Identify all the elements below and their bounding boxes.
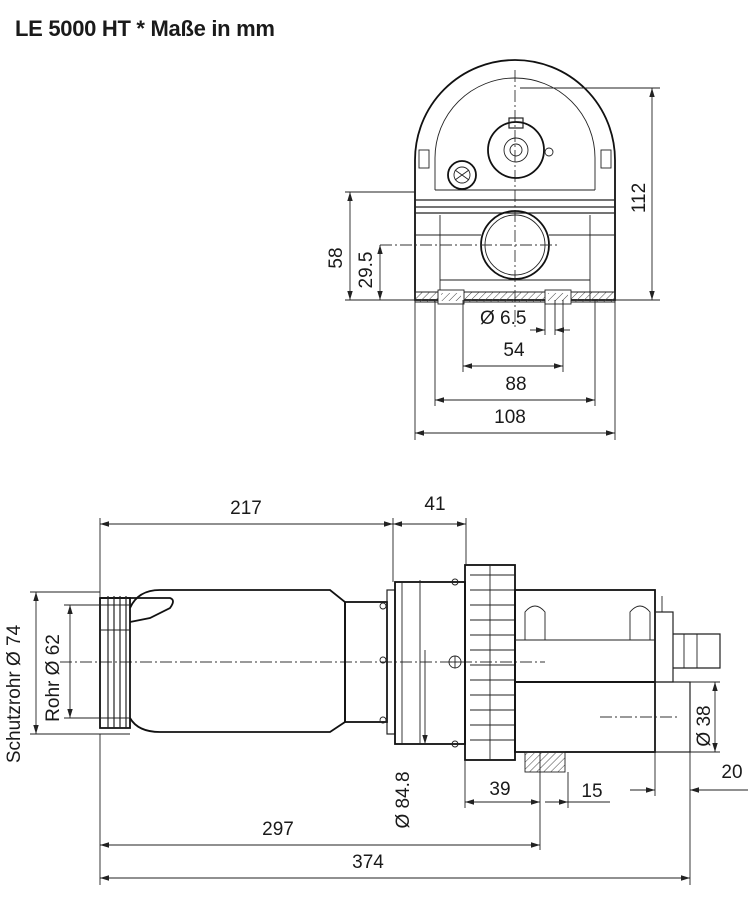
dim-38-label: Ø 38 (694, 705, 715, 746)
top-view: 112 58 29.5 Ø 6.5 54 88 108 (326, 59, 660, 440)
dim-29-5-label: 29.5 (356, 252, 377, 289)
dim-6-5-label: Ø 6.5 (480, 308, 526, 329)
dim-217-label: 217 (230, 498, 262, 519)
dim-84-8-label: Ø 84.8 (393, 771, 414, 828)
dim-297-label: 297 (262, 819, 294, 840)
dim-39-label: 39 (489, 779, 510, 800)
dim-58-label: 58 (326, 247, 347, 268)
side-view: 217 41 Schutzrohr Ø 74 Rohr Ø 62 Ø 84.8 … (4, 494, 748, 885)
knob-icon (487, 121, 545, 179)
dim-rohr-label: Rohr Ø 62 (43, 634, 64, 722)
air-outlet (514, 681, 656, 753)
dim-108-label: 108 (494, 407, 526, 428)
housing-block (394, 581, 466, 745)
screw-icon (447, 160, 477, 190)
dim-54-label: 54 (503, 340, 525, 361)
dim-374-label: 374 (352, 852, 384, 873)
dim-112-label: 112 (629, 183, 650, 213)
motor-housing (514, 589, 656, 683)
dim-41-label: 41 (424, 494, 445, 515)
dim-88-label: 88 (505, 374, 526, 395)
dim-20-label: 20 (721, 762, 742, 783)
dim-schutzrohr-label: Schutzrohr Ø 74 (4, 624, 25, 763)
page-title: LE 5000 HT * Maße in mm (15, 16, 275, 41)
housing-dome (414, 59, 616, 200)
dim-15-label: 15 (581, 781, 602, 802)
